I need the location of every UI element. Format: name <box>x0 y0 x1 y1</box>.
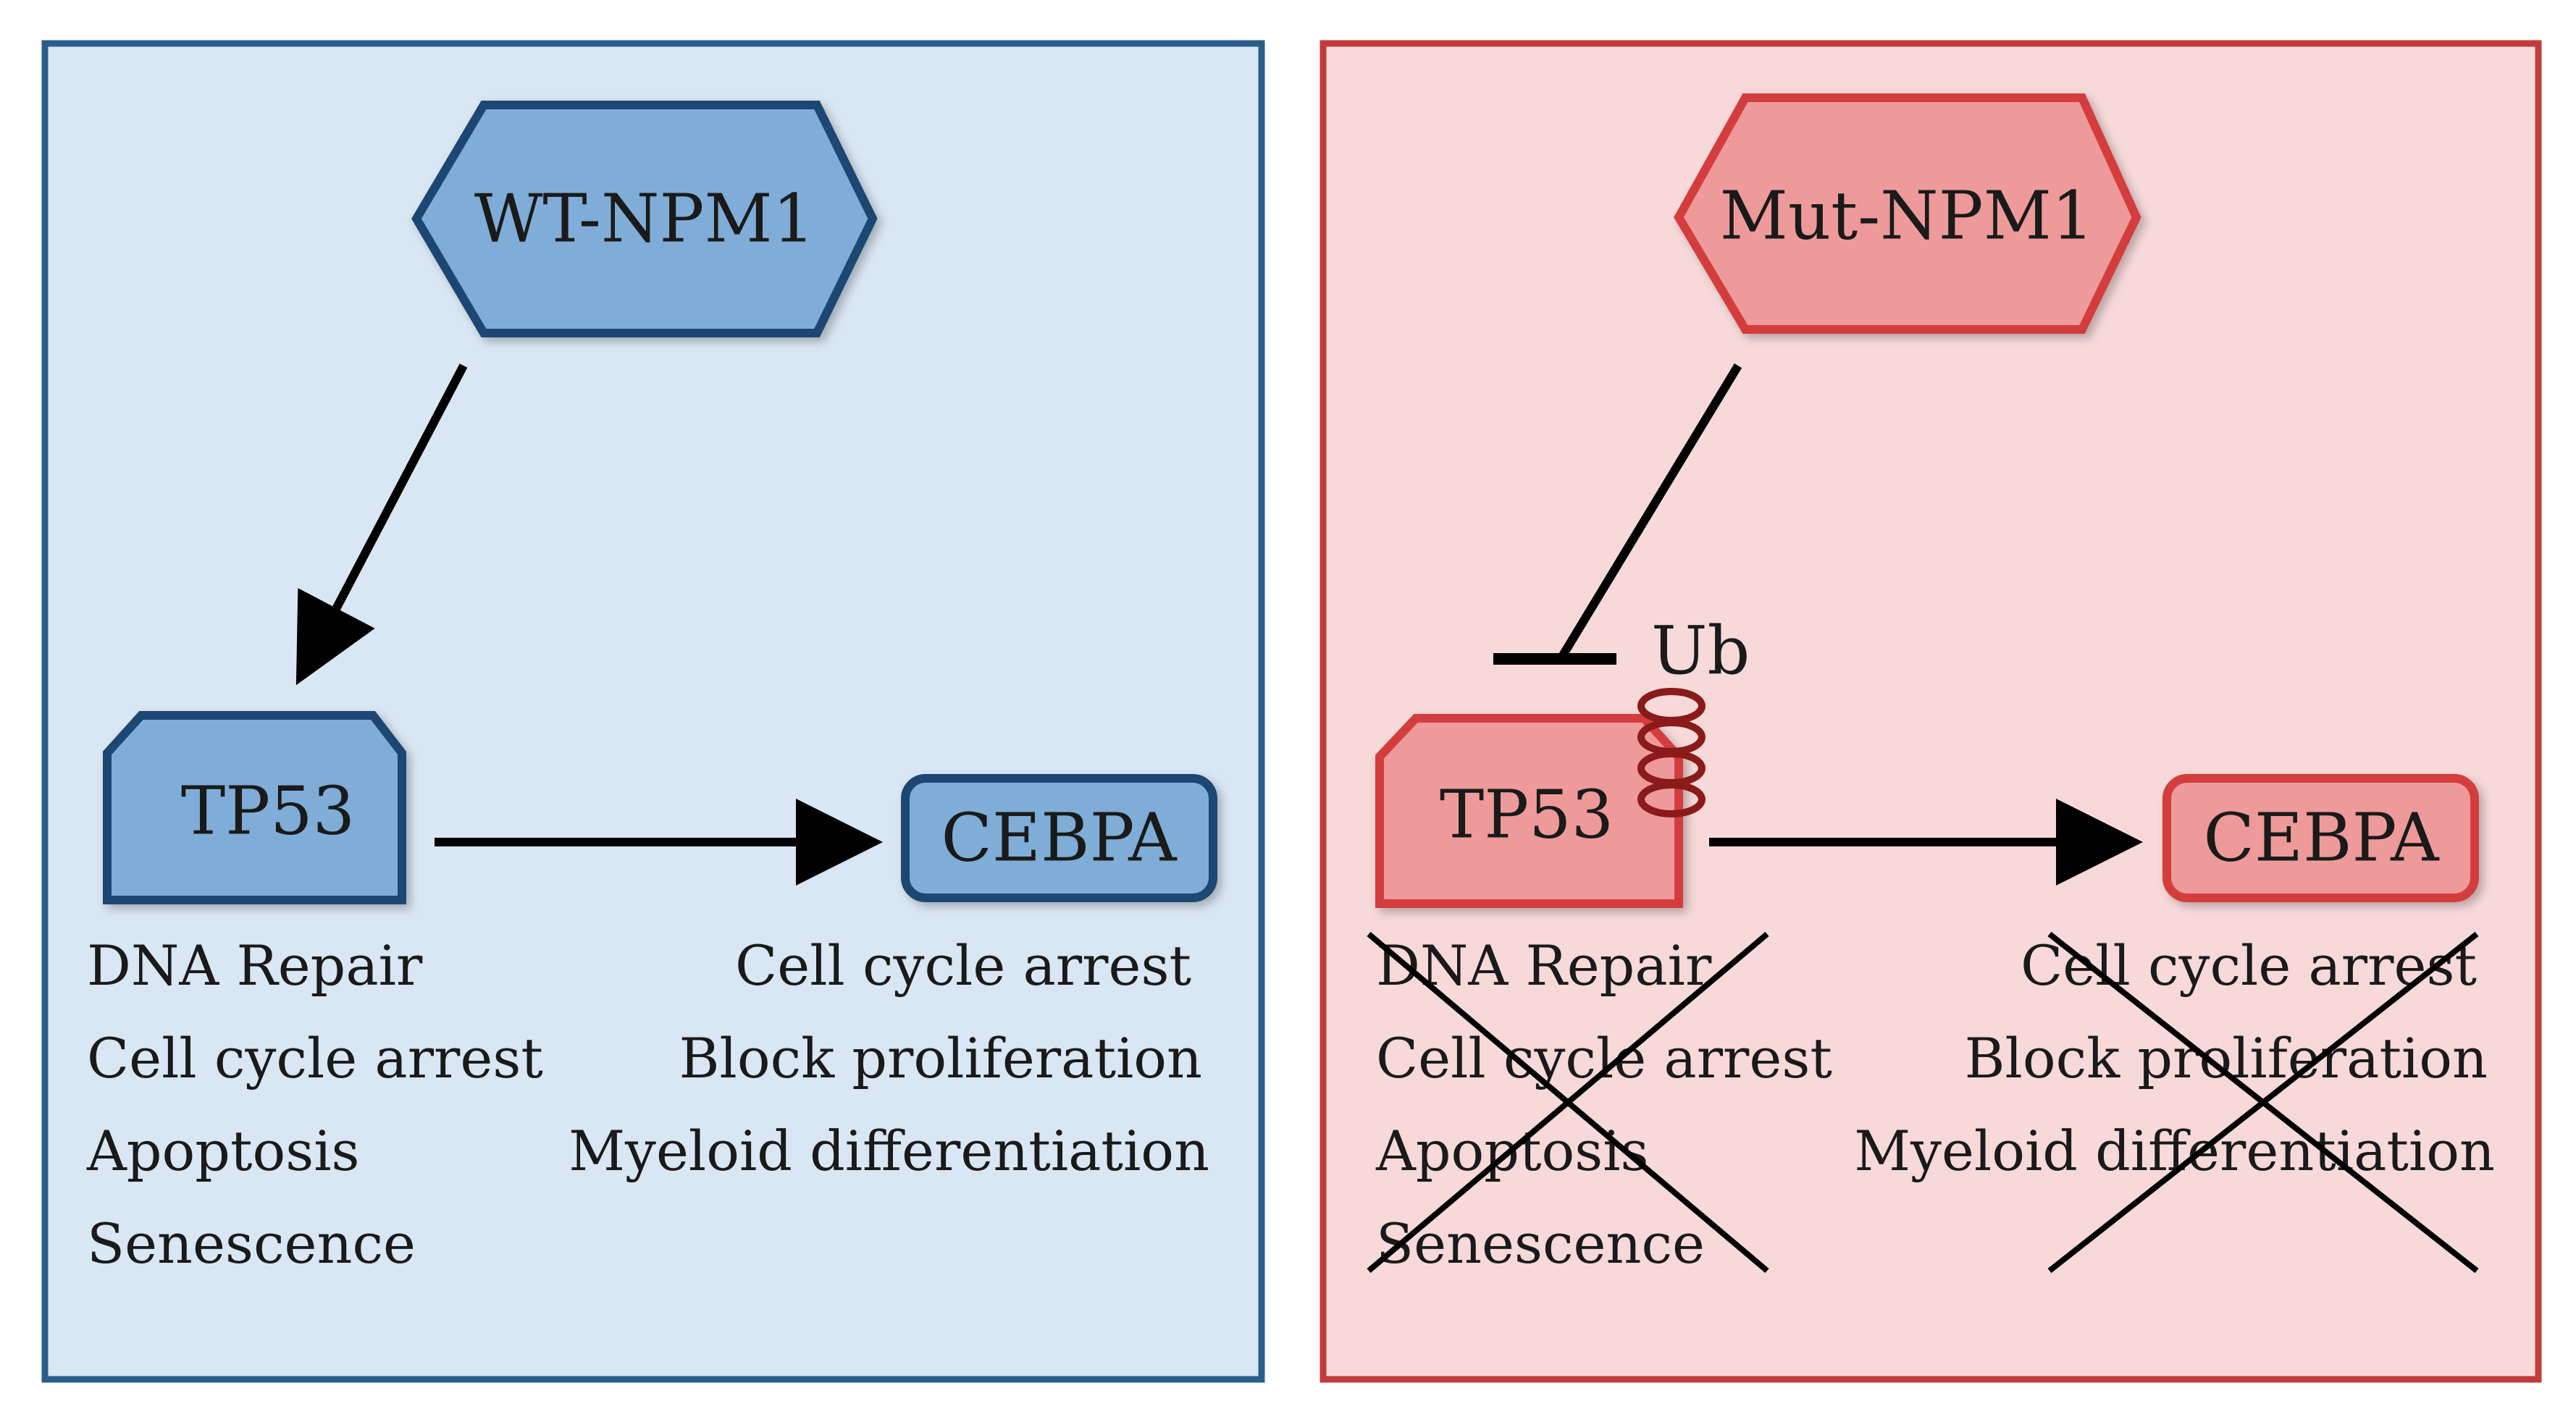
ubiquitin-coil-icon <box>1637 688 1706 817</box>
cebpa-effect-right: Block proliferation <box>1965 1026 2488 1090</box>
tp53-effect-right: Senescence <box>1376 1211 1705 1276</box>
cross-out-cebpa-effects <box>2047 931 2479 1274</box>
cebpa-node-left <box>901 774 1217 902</box>
activation-arrow-npm1-tp53 <box>295 363 468 686</box>
cebpa-effect-left: Block proliferation <box>679 1026 1202 1090</box>
tp53-node-right <box>1375 714 1683 908</box>
cebpa-label-right: CEBPA <box>2203 799 2440 877</box>
wt-npm1-node <box>411 101 878 337</box>
tp53-effect-left: Cell cycle arrest <box>87 1026 543 1090</box>
ub-label: Ub <box>1651 612 1750 689</box>
cebpa-effect-left: Myeloid differentiation <box>569 1119 1209 1183</box>
cebpa-effect-right: Cell cycle arrest <box>2021 933 2477 998</box>
tp53-label-left: TP53 <box>181 773 355 850</box>
tp53-effect-left: Senescence <box>87 1211 416 1276</box>
mut-npm1-label: Mut-NPM1 <box>1720 177 2094 255</box>
tp53-effect-left: DNA Repair <box>87 933 423 998</box>
tp53-effect-right: DNA Repair <box>1376 933 1712 998</box>
cross-out-tp53-effects <box>1367 931 1769 1274</box>
tp53-label-right: TP53 <box>1440 776 1614 854</box>
right-panel-mut: Mut-NPM1 Ub TP53 CEBPA DNA Repair Cel <box>1320 40 2542 1383</box>
cebpa-node-right <box>2162 774 2479 902</box>
inhibition-line-npm1-tp53 <box>1493 363 1742 665</box>
wt-npm1-label: WT-NPM1 <box>474 180 815 258</box>
tp53-effect-left: Apoptosis <box>86 1119 360 1183</box>
left-panel-wt: WT-NPM1 TP53 CEBPA DNA Repair Cell cycle… <box>41 40 1265 1383</box>
cebpa-label-left: CEBPA <box>941 799 1178 877</box>
tp53-effect-right: Cell cycle arrest <box>1376 1026 1832 1090</box>
tp53-node-left <box>103 711 406 904</box>
mut-npm1-node <box>1674 93 2141 334</box>
cebpa-effect-left: Cell cycle arrest <box>735 933 1191 998</box>
